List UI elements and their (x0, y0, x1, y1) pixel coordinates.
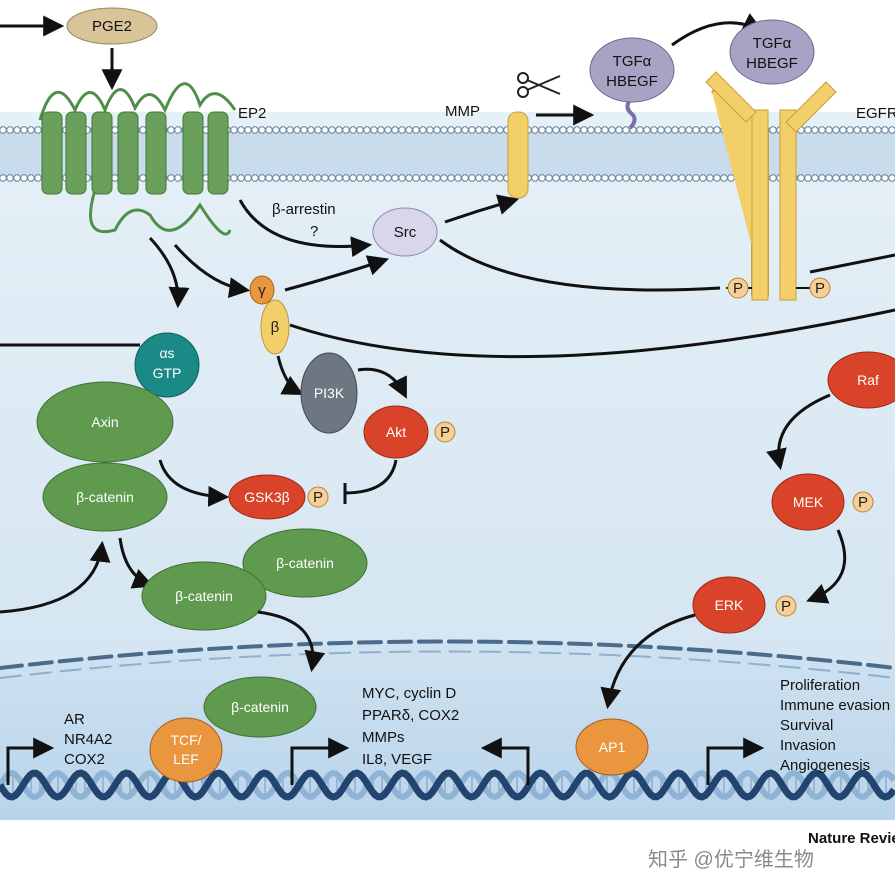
phospho-egfr-left (727, 277, 749, 299)
beta-catenin-label-3: β-catenin (175, 588, 233, 604)
mmp-protein (507, 111, 529, 199)
journal-credit: Nature Reviews | Cancer (808, 830, 895, 847)
outcome-4: Angiogenesis (780, 757, 870, 774)
gene-middle-3: IL8, VEGF (362, 751, 432, 768)
gene-list-left: AR NR4A2 COX2 (64, 711, 112, 768)
ep2-label: EP2 (238, 105, 266, 122)
svg-text:β: β (271, 319, 280, 336)
egfr-receptor (705, 71, 837, 301)
alpha-s-gtp-node (134, 332, 200, 398)
beta-catenin-label-1: β-catenin (76, 489, 134, 505)
gene-middle-1: PPARδ, COX2 (362, 707, 459, 724)
raf-node (827, 351, 895, 409)
tgfa-hbegf-bound (589, 37, 675, 103)
gene-middle-2: MMPs (362, 729, 405, 746)
gsk3b-label: GSK3β (244, 489, 289, 505)
watermark: 知乎 @优宁维生物 (648, 848, 814, 871)
erk-node (692, 576, 766, 634)
g-gamma-subunit (249, 275, 275, 305)
pge2-label: PGE2 (92, 18, 132, 35)
ep2-receptor (38, 82, 237, 236)
beta-catenin-label-2: β-catenin (276, 555, 334, 571)
gene-left-1: NR4A2 (64, 731, 112, 748)
lef-label: LEF (173, 751, 199, 767)
mek-node (771, 473, 845, 531)
phospho-akt (434, 421, 456, 443)
svg-text:P: P (733, 280, 743, 297)
raf-label: Raf (857, 372, 879, 388)
phospho-gsk3b (307, 486, 329, 508)
src-label: Src (394, 224, 417, 241)
ap1-node (575, 718, 649, 776)
nuclear-envelope (0, 639, 895, 670)
outcome-1: Immune evasion (780, 697, 890, 714)
tgfa-label-1: TGFα (613, 53, 652, 70)
tcf-lef-node (149, 717, 223, 783)
gsk3b-node (228, 474, 306, 520)
mmp-label: MMP (445, 103, 480, 120)
svg-text:P: P (781, 598, 791, 615)
pge2-node (66, 7, 158, 45)
pi3k-node (300, 352, 358, 434)
tgfa-label-2: TGFα (753, 35, 792, 52)
outcome-2: Survival (780, 717, 833, 734)
phospho-mek (852, 491, 874, 513)
erk-label: ERK (715, 597, 744, 613)
svg-text:P: P (815, 280, 825, 297)
tcf-label: TCF/ (170, 732, 201, 748)
gene-left-2: COX2 (64, 751, 105, 768)
question-label: ? (310, 223, 318, 240)
phospho-egfr-right (809, 277, 831, 299)
beta-catenin-nuclear (203, 676, 317, 738)
akt-label: Akt (386, 424, 406, 440)
gene-left-0: AR (64, 711, 85, 728)
alpha-s-label: αs (159, 345, 174, 361)
gene-middle-0: MYC, cyclin D (362, 685, 456, 702)
gtp-label: GTP (153, 365, 182, 381)
mek-label: MEK (793, 494, 824, 510)
pi3k-label: PI3K (314, 385, 345, 401)
dna-helix (0, 769, 895, 801)
beta-arrestin-label: β-arrestin (272, 201, 336, 218)
g-beta-subunit (260, 299, 290, 355)
axin-label: Axin (91, 414, 118, 430)
phospho-erk (775, 595, 797, 617)
beta-catenin-free-2 (141, 561, 267, 631)
axin-node (36, 381, 174, 463)
svg-text:P: P (858, 494, 868, 511)
akt-node (363, 405, 429, 459)
tgfa-hbegf-free (729, 19, 815, 85)
src-node (372, 207, 438, 257)
outcome-3: Invasion (780, 737, 836, 754)
beta-catenin-complex (42, 462, 168, 532)
beta-catenin-free-1 (242, 528, 368, 598)
ap1-label: AP1 (599, 739, 626, 755)
svg-text:γ: γ (258, 282, 266, 299)
svg-text:P: P (313, 489, 323, 506)
outcome-0: Proliferation (780, 677, 860, 694)
outcome-list: Proliferation Immune evasion Survival In… (780, 677, 890, 774)
hbegf-label-2: HBEGF (746, 55, 798, 72)
beta-catenin-label-4: β-catenin (231, 699, 289, 715)
svg-text:P: P (440, 424, 450, 441)
hbegf-label-1: HBEGF (606, 73, 658, 90)
gene-list-middle: MYC, cyclin D PPARδ, COX2 MMPs IL8, VEGF (362, 685, 459, 768)
scissors-icon (517, 72, 561, 98)
egfr-label: EGFR (856, 105, 895, 122)
